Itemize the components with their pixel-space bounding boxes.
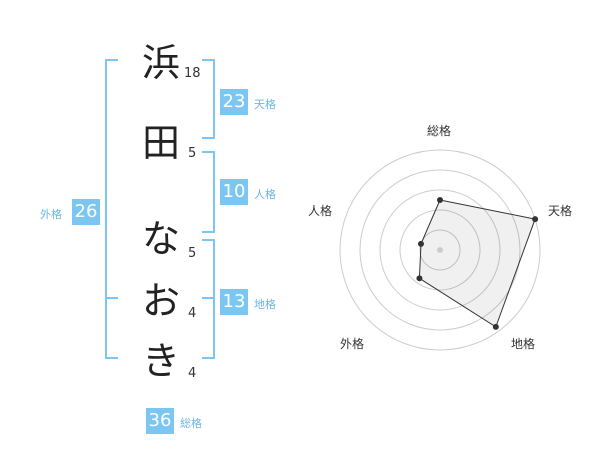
tenkaku-bracket [202, 59, 215, 139]
name-char-1: 浜 [142, 41, 181, 85]
radar-label-chikaku: 地格 [511, 337, 536, 351]
radar-point [492, 323, 499, 330]
name-char-3: な [142, 217, 181, 261]
tenkaku-value: 23 [220, 89, 248, 115]
stroke-count-3: 5 [188, 246, 197, 261]
gaikaku-label: 外格 [40, 208, 62, 221]
gaikaku-value: 26 [72, 199, 100, 225]
stroke-count-4: 4 [188, 306, 197, 321]
stroke-count-5: 4 [188, 366, 197, 381]
radar-label-jinkaku: 人格 [308, 204, 333, 218]
radar-ring [339, 149, 541, 351]
jinkaku-value: 10 [220, 179, 248, 205]
chikaku-value: 13 [220, 289, 248, 315]
soukaku-label: 総格 [180, 417, 202, 430]
radar-label-gaikaku: 外格 [340, 337, 365, 351]
chikaku-label: 地格 [254, 298, 276, 311]
radar-point [417, 240, 424, 247]
outer-left-bracket [105, 59, 118, 359]
stroke-count-1: 18 [184, 66, 201, 81]
name-char-2: 田 [142, 121, 181, 165]
name-char-5: き [142, 339, 181, 383]
radar-ring [379, 189, 501, 311]
radar-ring [359, 169, 521, 331]
radar-polygon [418, 199, 536, 328]
radar-center-dot [437, 247, 443, 253]
jinkaku-bracket [202, 151, 215, 233]
radar-label-soukaku: 総格 [427, 124, 452, 138]
name-char-4: お [142, 279, 181, 323]
radar-ring [419, 229, 461, 271]
stroke-count-2: 5 [188, 146, 197, 161]
radar-point [437, 197, 443, 203]
jinkaku-label: 人格 [254, 188, 276, 201]
soukaku-value: 36 [146, 408, 174, 434]
radar-label-tenkaku: 天格 [548, 204, 573, 218]
radar-point [416, 275, 423, 282]
radar-ring [399, 209, 481, 291]
tenkaku-label: 天格 [254, 98, 276, 111]
radar-point [532, 216, 539, 223]
